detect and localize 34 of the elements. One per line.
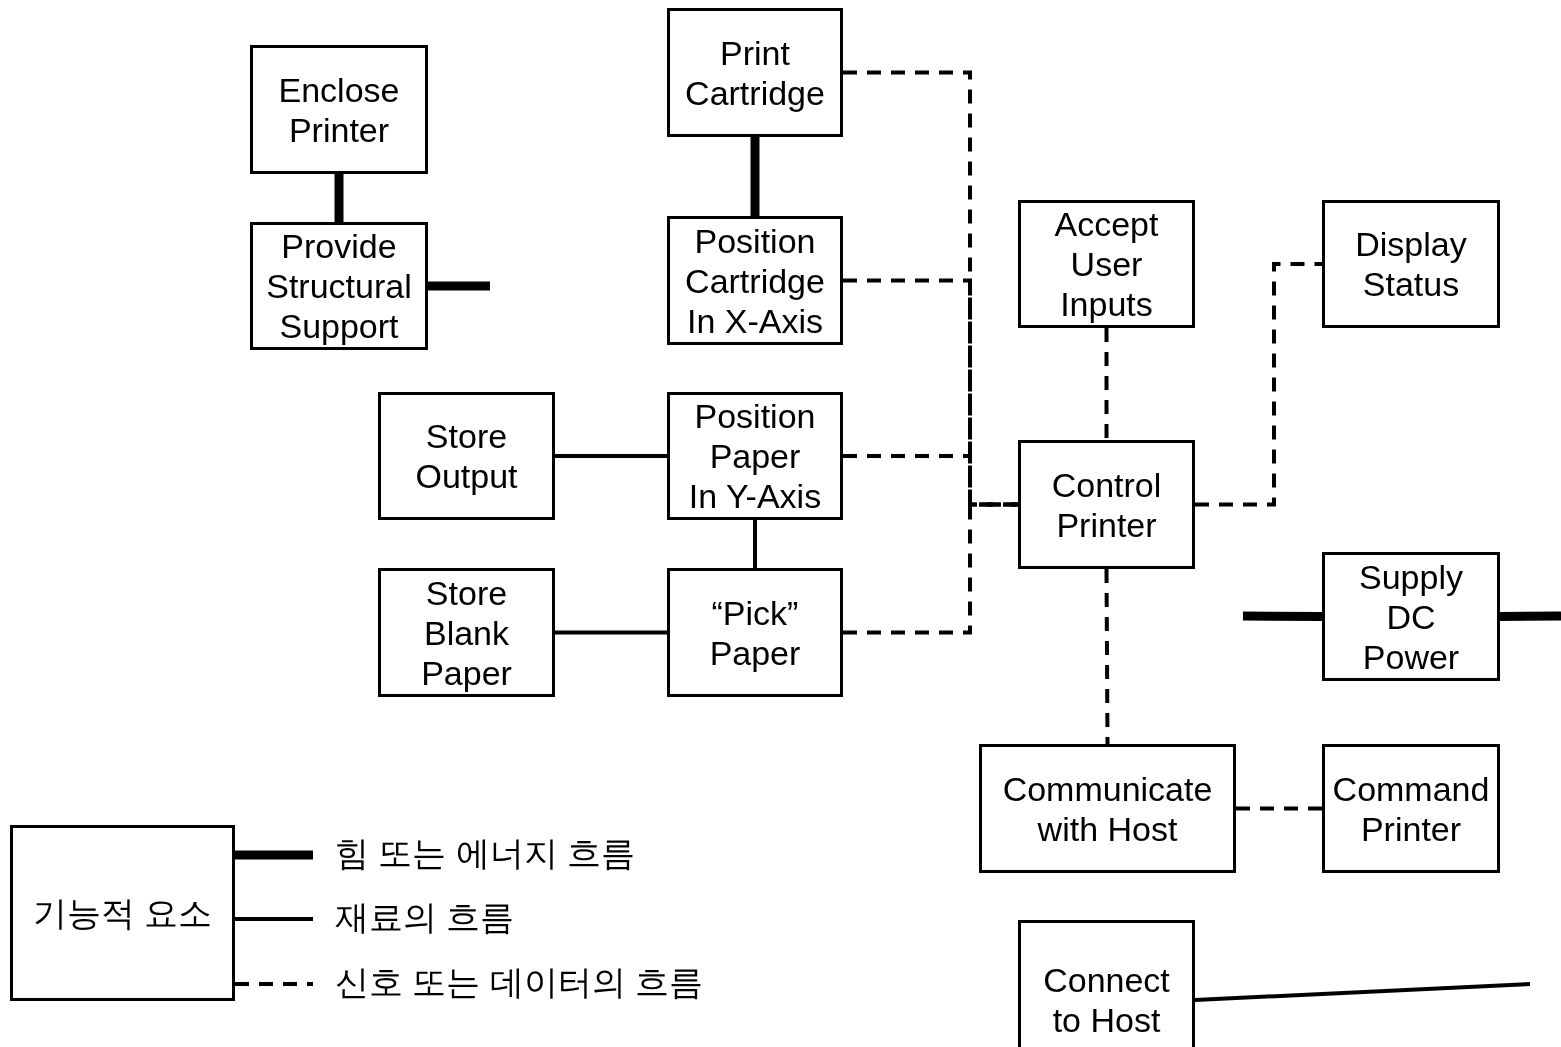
signal-line bbox=[843, 454, 1018, 507]
function-box: Supply DC Power bbox=[1322, 552, 1500, 681]
material-line bbox=[753, 520, 757, 568]
function-box: Enclose Printer bbox=[250, 45, 428, 174]
function-box: Position Paper In Y-Axis bbox=[667, 392, 843, 520]
function-box: Store Blank Paper bbox=[378, 568, 555, 697]
function-box: Accept User Inputs bbox=[1018, 200, 1195, 328]
signal-line bbox=[1104, 328, 1109, 440]
function-box: Control Printer bbox=[1018, 440, 1195, 569]
energy-line bbox=[428, 281, 490, 291]
function-box: Command Printer bbox=[1322, 744, 1500, 873]
function-box: Store Output bbox=[378, 392, 555, 520]
energy-line bbox=[1499, 611, 1561, 621]
function-box: Provide Structural Support bbox=[250, 222, 428, 350]
legend-text: 재료의 흐름 bbox=[335, 897, 515, 937]
signal-line bbox=[1104, 569, 1110, 744]
energy-line bbox=[334, 174, 344, 222]
legend-text: 신호 또는 데이터의 흐름 bbox=[335, 962, 704, 1002]
function-box: Position Cartridge In X-Axis bbox=[667, 216, 843, 345]
signal-line bbox=[843, 502, 1018, 635]
signal-line bbox=[1236, 806, 1322, 811]
material-line bbox=[555, 630, 667, 635]
energy-line bbox=[1242, 611, 1323, 621]
legend-text: 힘 또는 에너지 흐름 bbox=[335, 833, 636, 873]
function-box: Display Status bbox=[1322, 200, 1500, 328]
energy-line bbox=[750, 137, 760, 216]
function-box: Print Cartridge bbox=[667, 8, 843, 137]
material-line bbox=[1194, 982, 1531, 1002]
function-box: “Pick” Paper bbox=[667, 568, 843, 697]
signal-line bbox=[1195, 262, 1322, 507]
function-box: Communicate with Host bbox=[979, 744, 1236, 873]
material-line bbox=[555, 454, 667, 458]
function-box: Connect to Host bbox=[1018, 920, 1195, 1047]
legend-box: 기능적 요소 bbox=[10, 825, 235, 1001]
